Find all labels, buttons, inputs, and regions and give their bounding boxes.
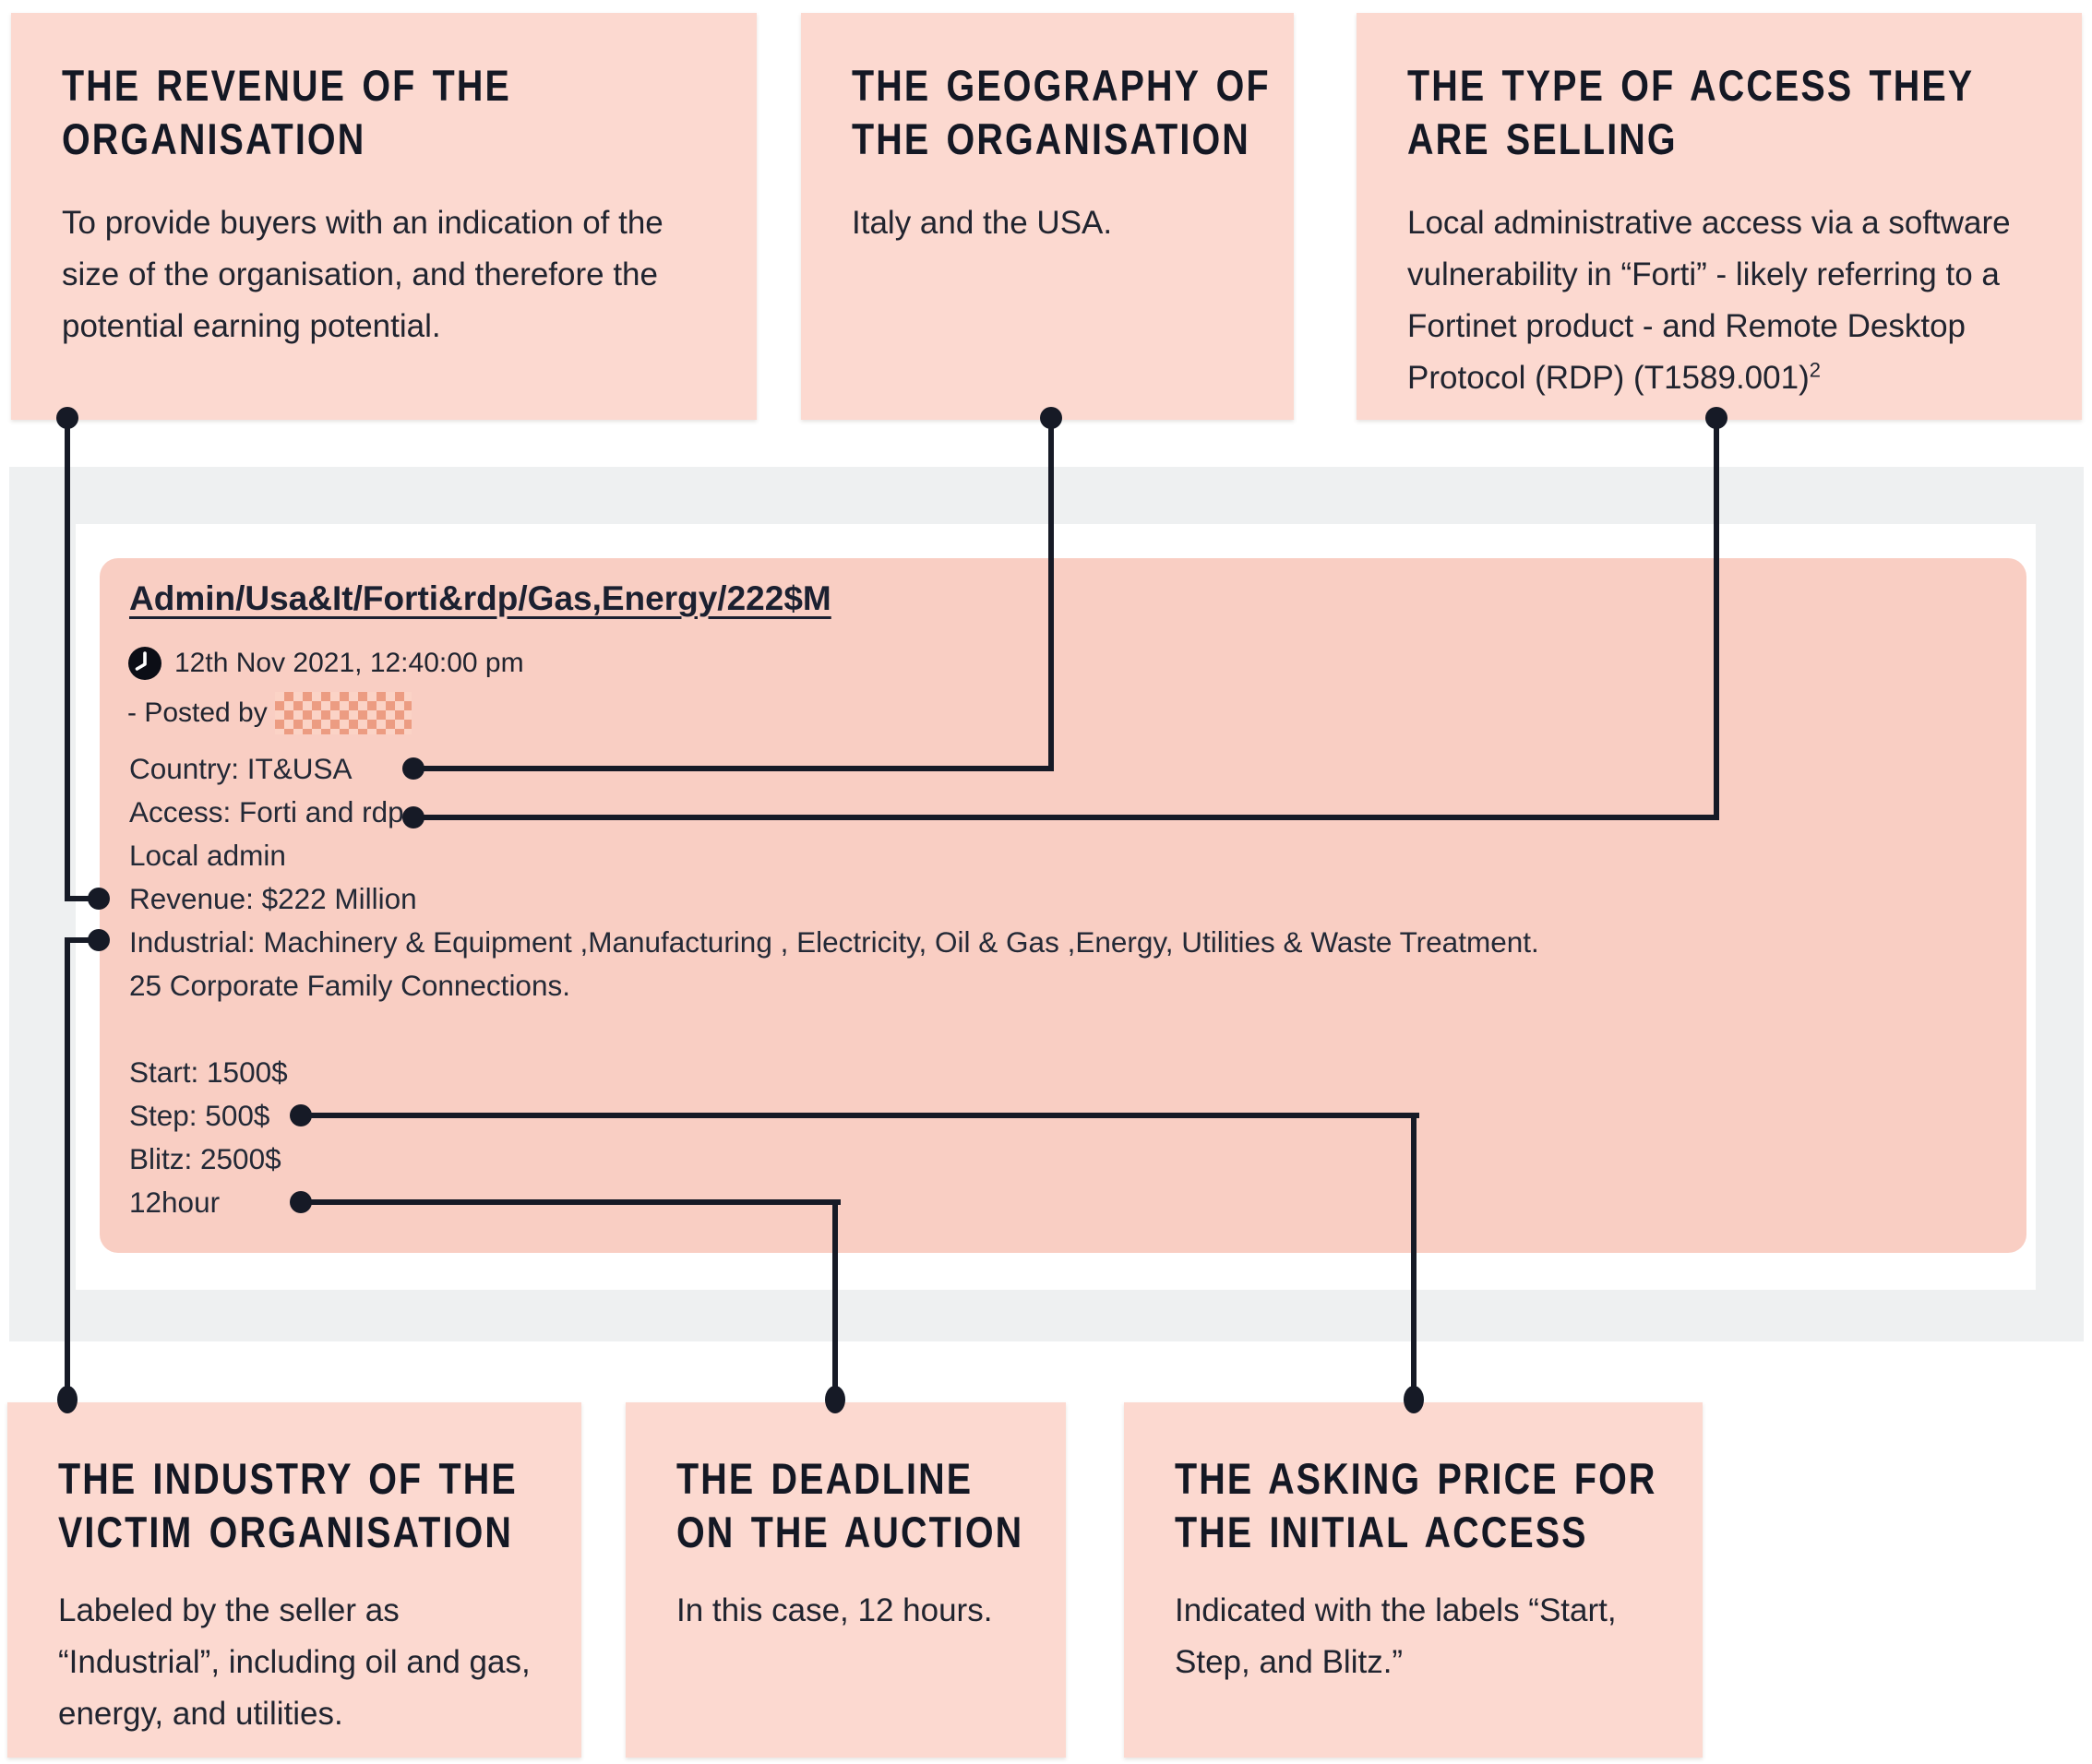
callout-industry-title: THE INDUSTRY OF THE VICTIM ORGANISATION [58, 1454, 518, 1556]
connector-dot-access-row [402, 806, 424, 828]
post-line-localadmin: Local admin [129, 839, 286, 872]
footnote-marker: 2 [1809, 358, 1821, 382]
post-line-revenue: Revenue: $222 Million [129, 882, 417, 915]
callout-revenue-body: To provide buyers with an indication of … [62, 205, 663, 344]
callout-access-type: THE TYPE OF ACCESS THEY ARE SELLING Loca… [1357, 13, 2082, 420]
callout-geography-body: Italy and the USA. [852, 205, 1113, 241]
callout-industry: THE INDUSTRY OF THE VICTIM ORGANISATION … [7, 1402, 581, 1758]
connector-dot-deadline-box [825, 1386, 845, 1413]
callout-access-type-body: Local administrative access via a softwa… [1407, 205, 2011, 396]
post-body: Country: IT&USA Access: Forti and rdp Lo… [129, 747, 1539, 1224]
callout-access-type-title: THE TYPE OF ACCESS THEY ARE SELLING [1407, 61, 1975, 163]
connector-line-asking-v [1411, 1113, 1417, 1402]
connector-line-industry-v [65, 940, 70, 1402]
post-line-blitz: Blitz: 2500$ [129, 1142, 281, 1175]
connector-line-geography-v [1048, 415, 1054, 771]
connector-line-asking-h [301, 1113, 1419, 1118]
post-timestamp-row: 12th Nov 2021, 12:40:00 pm [127, 646, 524, 681]
clock-icon [128, 647, 161, 680]
forum-post-card [100, 558, 2026, 1253]
connector-line-geography-h [413, 766, 1054, 771]
connector-dot-country-row [402, 757, 424, 780]
callout-asking-price-body: Indicated with the labels “Start, Step, … [1175, 1592, 1617, 1680]
connector-line-industry-h [65, 937, 103, 943]
callout-deadline-title: THE DEADLINE ON THE AUCTION [676, 1454, 1024, 1556]
post-line-industrial: Industrial: Machinery & Equipment ,Manuf… [129, 925, 1539, 959]
post-line-connections: 25 Corporate Family Connections. [129, 969, 570, 1002]
posted-by-label: - Posted by [127, 697, 268, 728]
post-title-link[interactable]: Admin/Usa&It/Forti&rdp/Gas,Energy/222$M [129, 579, 831, 617]
post-line-step: Step: 500$ [129, 1099, 270, 1132]
callout-asking-price-title: THE ASKING PRICE FOR THE INITIAL ACCESS [1175, 1454, 1657, 1556]
connector-line-revenue-h [65, 896, 103, 901]
post-line-country: Country: IT&USA [129, 752, 353, 785]
connector-line-access-h [413, 815, 1719, 820]
post-line-deadline: 12hour [129, 1186, 221, 1219]
callout-geography-title: THE GEOGRAPHY OF THE ORGANISATION [852, 61, 1271, 163]
post-line-blank [129, 1007, 1539, 1051]
callout-industry-body: Labeled by the seller as “Industrial”, i… [58, 1592, 531, 1732]
connector-dot-asking-box [1404, 1386, 1424, 1413]
posted-by-row: - Posted by [127, 692, 412, 734]
callout-revenue: THE REVENUE OF THE ORGANISATION To provi… [11, 13, 757, 420]
callout-revenue-title: THE REVENUE OF THE ORGANISATION [62, 61, 511, 163]
post-line-start: Start: 1500$ [129, 1055, 288, 1089]
post-line-access: Access: Forti and rdp [129, 795, 404, 828]
callout-geography: THE GEOGRAPHY OF THE ORGANISATION Italy … [801, 13, 1294, 420]
connector-line-access-v [1714, 415, 1719, 820]
callout-deadline-body: In this case, 12 hours. [676, 1592, 993, 1628]
connector-line-deadline-v [832, 1199, 838, 1402]
connector-line-revenue-v [65, 415, 70, 901]
connector-dot-industry-box [57, 1386, 78, 1413]
redacted-username [274, 692, 412, 734]
connector-line-deadline-h [301, 1199, 841, 1205]
callout-deadline: THE DEADLINE ON THE AUCTION In this case… [626, 1402, 1066, 1758]
post-timestamp: 12th Nov 2021, 12:40:00 pm [174, 648, 524, 678]
connector-dot-revenue-row [88, 888, 110, 910]
callout-asking-price: THE ASKING PRICE FOR THE INITIAL ACCESS … [1124, 1402, 1703, 1758]
